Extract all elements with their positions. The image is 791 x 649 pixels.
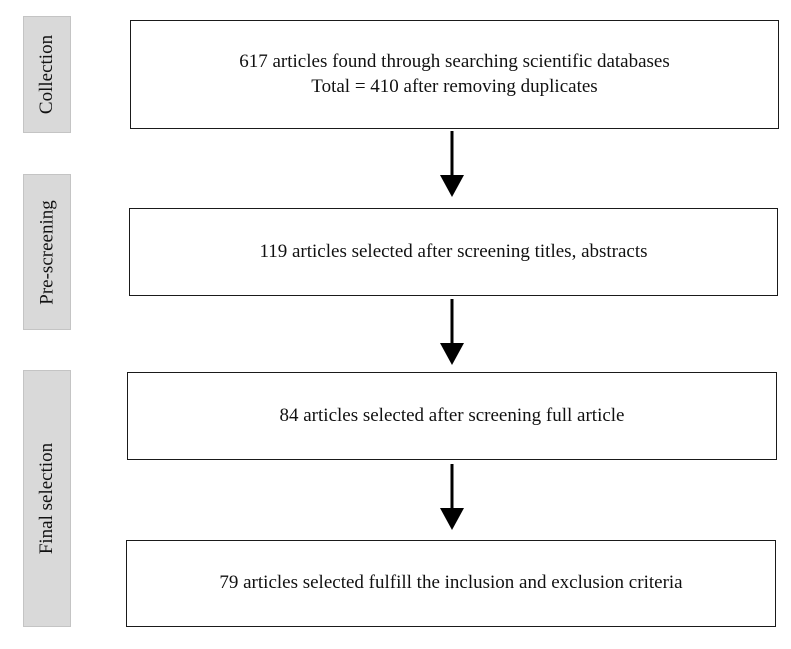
flow-box-full-article: 84 articles selected after screening ful…: [127, 372, 777, 460]
flow-box-text: 119 articles selected after screening ti…: [259, 240, 648, 262]
stage-label-collection: Collection: [23, 16, 71, 133]
flow-box-collection: 617 articles found through searching sci…: [130, 20, 779, 129]
stage-label-text: Pre-screening: [36, 199, 58, 305]
down-arrow-icon: [440, 464, 464, 530]
flow-box-text: 79 articles selected fulfill the inclusi…: [219, 572, 683, 594]
stage-label-final-selection: Final selection: [23, 370, 71, 627]
flow-box-prescreening: 119 articles selected after screening ti…: [129, 208, 778, 296]
stage-label-text: Collection: [36, 34, 58, 115]
flow-box-final: 79 articles selected fulfill the inclusi…: [126, 540, 776, 627]
stage-label-prescreening: Pre-screening: [23, 174, 71, 330]
stage-label-text: Final selection: [36, 442, 58, 555]
flow-box-text: 84 articles selected after screening ful…: [279, 404, 625, 426]
down-arrow-icon: [440, 131, 464, 197]
down-arrow-icon: [440, 299, 464, 365]
flow-box-text-line2: Total = 410 after removing duplicates: [311, 75, 598, 97]
flow-box-text-line1: 617 articles found through searching sci…: [239, 51, 670, 73]
